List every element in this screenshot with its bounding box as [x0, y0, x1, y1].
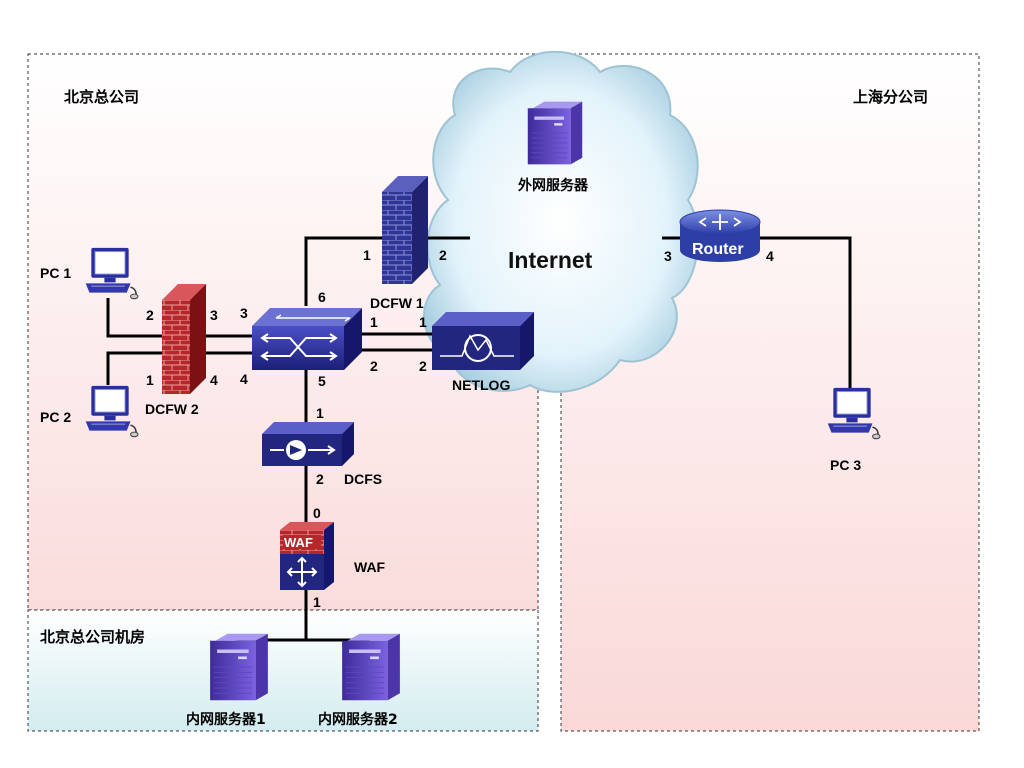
port-router-4: 4: [766, 248, 774, 264]
port-switch-3: 3: [240, 305, 248, 321]
dcfw1-label: DCFW 1: [370, 295, 424, 311]
internal-server-2-label: 内网服务器2: [318, 711, 398, 728]
port-netlog-2: 2: [419, 358, 427, 374]
port-switch-4: 4: [240, 371, 248, 387]
link-pc2-dcfw2: [106, 351, 165, 385]
dcfw2-label: DCFW 2: [145, 401, 199, 417]
waf-label: WAF: [354, 559, 386, 575]
port-dcfs-1: 1: [316, 405, 324, 421]
port-netlog-1: 1: [419, 314, 427, 330]
netlog-icon: [432, 312, 534, 370]
pc1-label: PC 1: [40, 265, 71, 281]
port-dcfw2-bottom: 4: [210, 372, 218, 388]
internal-server-1-icon: [209, 633, 269, 701]
port-switch-2: 2: [370, 358, 378, 374]
dcfs-icon: [262, 422, 354, 466]
port-switch-5: 5: [318, 373, 326, 389]
internet-cloud: [423, 50, 699, 393]
port-dcfw2-pc2: 1: [146, 372, 154, 388]
datacenter-zone-label: 北京总公司机房: [40, 628, 145, 646]
port-switch-1: 1: [370, 314, 378, 330]
link-pc1-dcfw2: [106, 298, 165, 338]
pc2-label: PC 2: [40, 409, 71, 425]
internet-label: Internet: [508, 247, 593, 273]
beijing-zone-label: 北京总公司: [64, 88, 139, 106]
internal-server-2-icon: [341, 633, 401, 701]
port-waf-1: 1: [313, 594, 321, 610]
link-router-pc3: [760, 236, 852, 388]
datacenter-zone: [27, 609, 539, 732]
dcfw2-firewall-icon: [162, 284, 206, 394]
dcfs-label: DCFS: [344, 471, 382, 487]
port-dcfs-2: 2: [316, 471, 324, 487]
port-switch-6: 6: [318, 289, 326, 305]
external-server-label: 外网服务器: [518, 177, 589, 194]
port-dcfw2-top: 3: [210, 307, 218, 323]
netlog-label: NETLOG: [452, 377, 510, 393]
internal-server-1-label: 内网服务器1: [186, 711, 266, 728]
port-dcfw1-2: 2: [439, 247, 447, 263]
dcfw1-firewall-icon: [382, 176, 428, 284]
port-dcfw1-1: 1: [363, 247, 371, 263]
router-icon: [679, 209, 761, 262]
router-label: Router: [692, 241, 744, 258]
port-dcfw2-pc1: 2: [146, 307, 154, 323]
external-server-icon: [527, 101, 583, 165]
waf-badge: WAF: [284, 535, 313, 550]
pc3-label: PC 3: [830, 457, 861, 473]
port-waf-0: 0: [313, 505, 321, 521]
core-switch-icon: [252, 308, 362, 370]
waf-icon: [280, 522, 334, 590]
port-router-3: 3: [664, 248, 672, 264]
port-labels: 2 1 3 4 3 4 6 1 2 5 1 2 1 2 1 2 0 1 3 4: [146, 247, 774, 610]
link-switch-dcfw1: [304, 236, 384, 306]
shanghai-zone-label: 上海分公司: [853, 88, 928, 106]
